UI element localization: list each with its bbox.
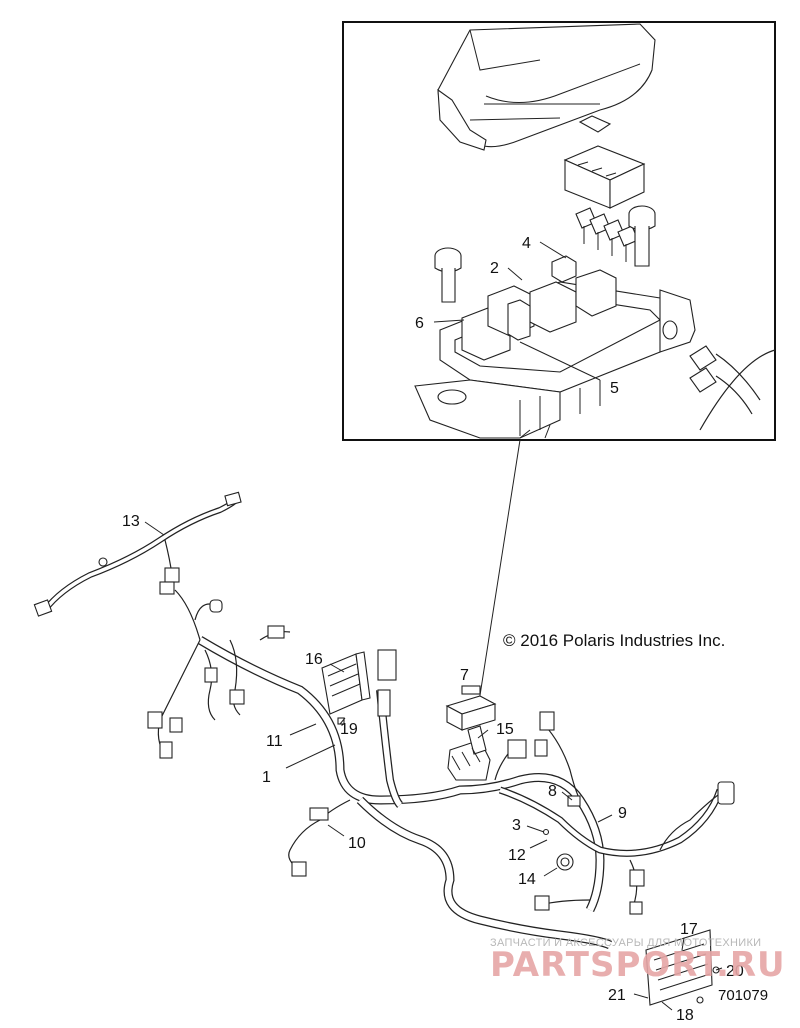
callout-18: 18: [676, 1007, 694, 1024]
blade-fuses: [575, 207, 639, 262]
callout-leaders: [144, 241, 723, 1011]
callout-9: 9: [618, 805, 627, 822]
main-wiring-harness: [157, 589, 726, 950]
callout-8: 8: [548, 783, 557, 800]
watermark-logo-text: PARTSPORT.RU: [490, 945, 786, 985]
callout-7: 7: [460, 667, 469, 684]
copyright-text: © 2016 Polaris Industries Inc.: [503, 631, 725, 650]
bolt-right: [628, 205, 656, 267]
fuse-box-base: [414, 281, 696, 439]
callout-1: 1: [262, 769, 271, 786]
watermark-tagline: ЗАПЧАСТИ И АКСЕССУАРЫ ДЛЯ МОТОТЕХНИКИ: [490, 937, 761, 949]
bolt-left: [434, 247, 462, 303]
callout-15: 15: [496, 721, 514, 738]
callout-12: 12: [508, 847, 526, 864]
callout-20: 20: [726, 963, 744, 980]
fuse-box-cover: [437, 23, 656, 151]
callout-11: 11: [266, 733, 283, 750]
relays: [461, 255, 617, 361]
illustration-number: 701079: [718, 987, 768, 1004]
callout-4: 4: [522, 235, 531, 252]
callout-16: 16: [305, 651, 323, 668]
fuse-block: [563, 145, 646, 209]
ecu-module: [321, 651, 371, 725]
callout-13: 13: [122, 513, 140, 530]
callout-19: 19: [340, 721, 358, 738]
upper-harness-13: [33, 491, 242, 617]
callout-2: 2: [490, 260, 499, 277]
voltage-regulator: [645, 929, 720, 1006]
callout-5: 5: [610, 380, 619, 397]
callout-17: 17: [680, 921, 698, 938]
callout-6: 6: [415, 315, 424, 332]
callout-14: 14: [518, 871, 536, 888]
connectors: [147, 581, 735, 915]
fuse-box-assembly: [445, 685, 497, 781]
watermark: ЗАПЧАСТИ И АКСЕССУАРЫ ДЛЯ МОТОТЕХНИКИ PA…: [490, 937, 786, 985]
fuse-box-detail-inset: [342, 21, 776, 441]
callout-labels: 4 2 6 5 13 16 7 15 11 19 1 8 9 3 10 12 1…: [122, 235, 744, 1024]
detail-leader-line: [477, 439, 521, 709]
ring-terminals: [689, 345, 776, 431]
callout-21: 21: [608, 987, 626, 1004]
callout-3: 3: [512, 817, 521, 834]
callout-10: 10: [348, 835, 366, 852]
